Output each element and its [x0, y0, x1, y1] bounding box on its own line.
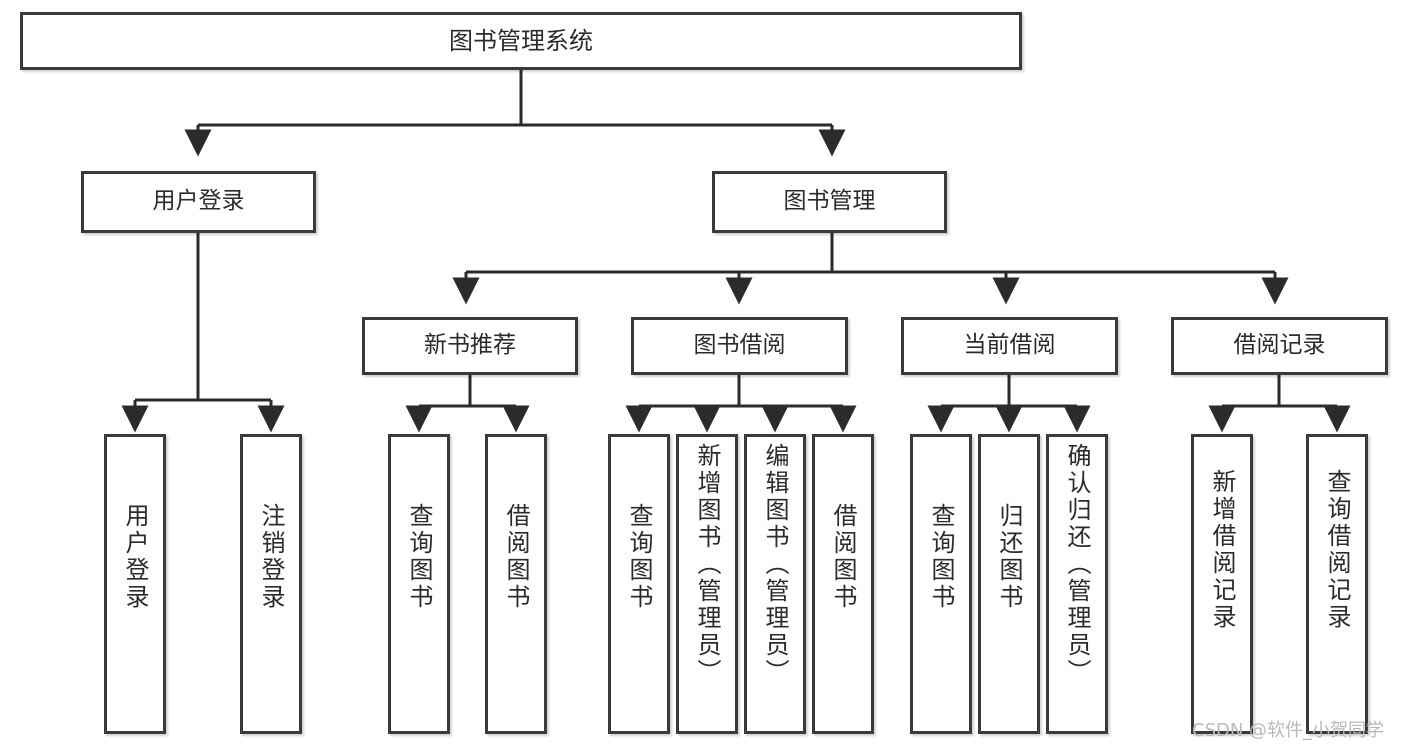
csdn-watermark: CSDN @软件_小贺同学 [1192, 720, 1385, 741]
leaf-label: 新增借阅记录 [1208, 469, 1236, 631]
node-book-borrow-label: 图书借阅 [693, 332, 786, 359]
leaf-label: 用户登录 [121, 503, 149, 611]
node-new-book-recommend-label: 新书推荐 [424, 332, 516, 359]
leaf-book-borrow-query[interactable]: 查询图书 [608, 434, 670, 734]
leaf-label: 借阅图书 [502, 503, 530, 611]
leaf-borrow-record-query[interactable]: 查询借阅记录 [1306, 434, 1368, 734]
leaf-current-borrow-confirm-return[interactable]: 确认归还（管理员） [1046, 434, 1108, 734]
node-book-borrow[interactable]: 图书借阅 [631, 317, 848, 375]
node-book-management-label: 图书管理 [783, 188, 876, 215]
node-borrow-record[interactable]: 借阅记录 [1171, 317, 1388, 375]
leaf-label: 新增图书（管理员） [693, 443, 721, 686]
leaf-label: 借阅图书 [829, 503, 857, 611]
leaf-label: 查询图书 [405, 503, 433, 611]
node-user-login-label: 用户登录 [152, 188, 245, 215]
leaf-book-borrow-borrow[interactable]: 借阅图书 [812, 434, 874, 734]
leaf-book-borrow-add[interactable]: 新增图书（管理员） [676, 434, 738, 734]
leaf-user-login-login[interactable]: 用户登录 [104, 434, 166, 734]
leaf-current-borrow-query[interactable]: 查询图书 [910, 434, 972, 734]
leaf-new-book-query[interactable]: 查询图书 [388, 434, 450, 734]
leaf-label: 编辑图书（管理员） [761, 443, 789, 686]
leaf-book-borrow-edit[interactable]: 编辑图书（管理员） [744, 434, 806, 734]
leaf-label: 确认归还（管理员） [1063, 443, 1091, 686]
node-root-label: 图书管理系统 [449, 26, 593, 55]
leaf-current-borrow-return[interactable]: 归还图书 [978, 434, 1040, 734]
node-borrow-record-label: 借阅记录 [1233, 332, 1326, 359]
leaf-new-book-borrow[interactable]: 借阅图书 [485, 434, 547, 734]
leaf-label: 查询借阅记录 [1323, 469, 1351, 631]
node-user-login[interactable]: 用户登录 [81, 171, 316, 233]
leaf-label: 归还图书 [995, 503, 1023, 611]
leaf-label: 注销登录 [257, 503, 285, 611]
node-root[interactable]: 图书管理系统 [20, 12, 1022, 70]
node-new-book-recommend[interactable]: 新书推荐 [362, 317, 578, 375]
leaf-user-login-logout[interactable]: 注销登录 [240, 434, 302, 734]
node-current-borrow[interactable]: 当前借阅 [901, 317, 1118, 375]
leaf-label: 查询图书 [927, 503, 955, 611]
node-book-management[interactable]: 图书管理 [712, 171, 947, 233]
leaf-label: 查询图书 [625, 503, 653, 611]
node-current-borrow-label: 当前借阅 [963, 332, 1056, 359]
leaf-borrow-record-add[interactable]: 新增借阅记录 [1191, 434, 1253, 734]
